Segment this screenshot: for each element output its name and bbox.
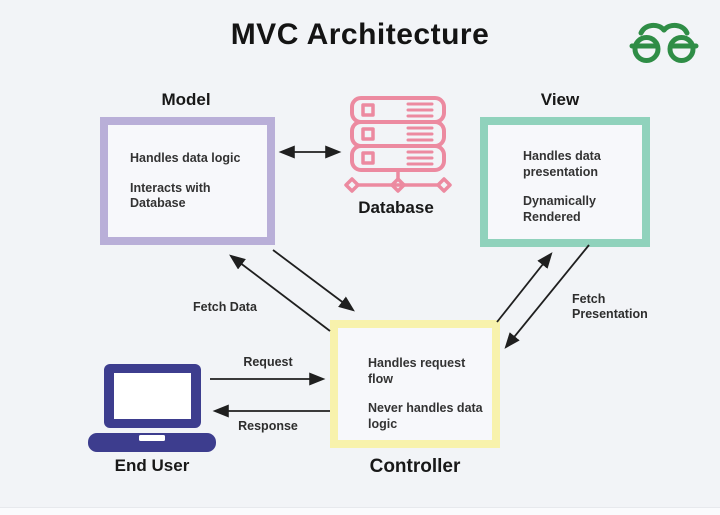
controller-box: Handles request flow Never handles data … [330, 320, 500, 448]
page-title: MVC Architecture [230, 18, 490, 51]
end-user-label: End User [114, 456, 190, 475]
geeksforgeeks-logo-icon [629, 23, 699, 63]
fetch-presentation-label: Fetch Presentation [572, 292, 648, 321]
model-box: Handles data logic Interacts with Databa… [100, 117, 275, 245]
model-label: Model [161, 90, 211, 109]
arrow-controller-to-view [496, 252, 553, 323]
bottom-strip [0, 507, 720, 515]
view-text-line: Handles data presentation [523, 149, 601, 179]
arrow-controller-to-model [229, 254, 331, 332]
fetch-data-label: Fetch Data [193, 300, 257, 314]
laptop-icon [88, 364, 216, 452]
request-label: Request [243, 355, 293, 369]
controller-label: Controller [369, 456, 461, 477]
view-box: Handles data presentation Dynamically Re… [480, 117, 650, 247]
controller-text-line: Handles request flow [368, 356, 466, 386]
model-text-line: Handles data logic [130, 151, 241, 165]
model-text-line: Interacts with Database [130, 180, 211, 211]
view-text-line: Dynamically Rendered [523, 194, 596, 224]
view-label: View [540, 90, 580, 109]
database-label: Database [358, 198, 434, 217]
database-icon [344, 96, 452, 193]
response-label: Response [238, 419, 298, 433]
controller-text-line: Never handles data logic [368, 401, 483, 431]
arrow-model-to-controller [272, 249, 355, 312]
